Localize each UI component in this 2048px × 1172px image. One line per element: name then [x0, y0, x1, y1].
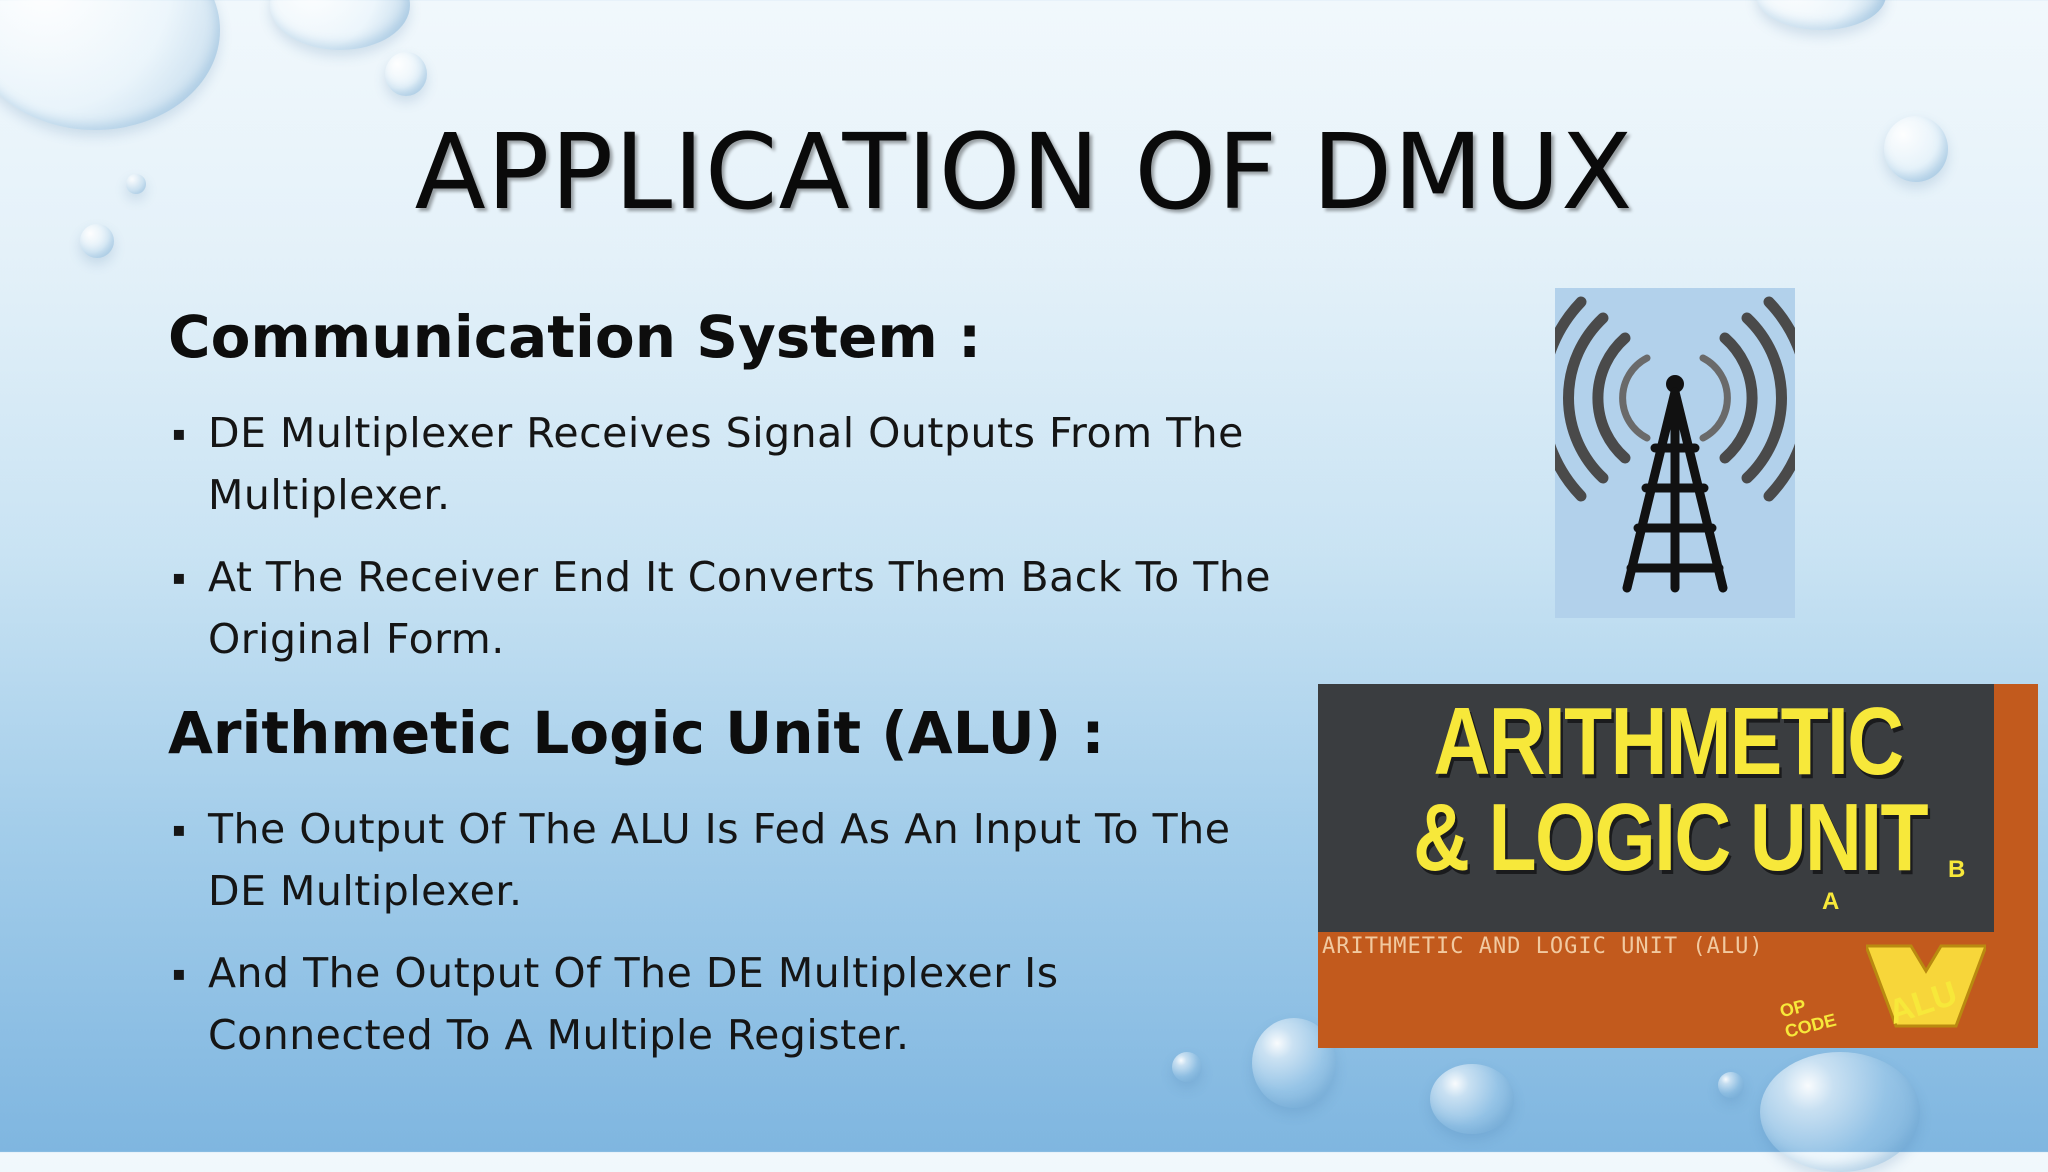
water-drop-decoration — [126, 174, 146, 194]
section-heading-communication: Communication System : — [168, 303, 982, 371]
water-drop-decoration — [1430, 1064, 1514, 1134]
water-drop-decoration — [0, 0, 220, 130]
section-heading-alu: Arithmetic Logic Unit (ALU) : — [168, 699, 1105, 767]
alu-input-b: B — [1948, 856, 1966, 883]
bullet-marker: ▪ — [172, 817, 186, 841]
water-drop-decoration — [385, 52, 427, 96]
list-item: ▪ At The Receiver End It Converts Them B… — [172, 546, 1282, 670]
bullet-text: DE Multiplexer Receives Signal Outputs F… — [208, 409, 1244, 519]
alu-image-line2: & LOGIC UNIT — [1413, 784, 1928, 891]
bullet-text: At The Receiver End It Converts Them Bac… — [208, 553, 1272, 663]
list-item: ▪ The Output Of The ALU Is Fed As An Inp… — [172, 798, 1282, 922]
water-drop-decoration — [1884, 116, 1948, 182]
water-drop-decoration — [1718, 1072, 1744, 1098]
alu-image: ARITHMETIC & LOGIC UNIT ARITHMETIC AND L… — [1318, 684, 2038, 1048]
alu-circuit-side — [1994, 684, 2038, 1048]
slide-title: APPLICATION OF DMUX — [414, 111, 1634, 233]
water-drop-decoration — [1760, 1052, 1920, 1172]
bullet-text: The Output Of The ALU Is Fed As An Input… — [208, 805, 1231, 915]
alu-chip-icon — [1866, 944, 1986, 1028]
water-drop-decoration — [1756, 0, 1886, 30]
radio-tower-image — [1536, 288, 1814, 618]
bullet-marker: ▪ — [172, 565, 186, 589]
bullet-marker: ▪ — [172, 421, 186, 445]
water-drop-decoration — [80, 224, 114, 258]
alu-input-a: A — [1822, 888, 1840, 915]
water-drop-decoration — [270, 0, 410, 50]
bullet-marker: ▪ — [172, 961, 186, 985]
list-item: ▪ And The Output Of The DE Multiplexer I… — [172, 942, 1282, 1066]
water-drop-decoration — [1172, 1052, 1202, 1082]
alu-image-subtitle: ARITHMETIC AND LOGIC UNIT (ALU) — [1322, 934, 1764, 959]
bullet-text: And The Output Of The DE Multiplexer Is … — [208, 949, 1059, 1059]
radio-tower-icon — [1536, 296, 1814, 593]
alu-image-line1: ARITHMETIC — [1433, 688, 1905, 795]
list-item: ▪ DE Multiplexer Receives Signal Outputs… — [172, 402, 1282, 526]
